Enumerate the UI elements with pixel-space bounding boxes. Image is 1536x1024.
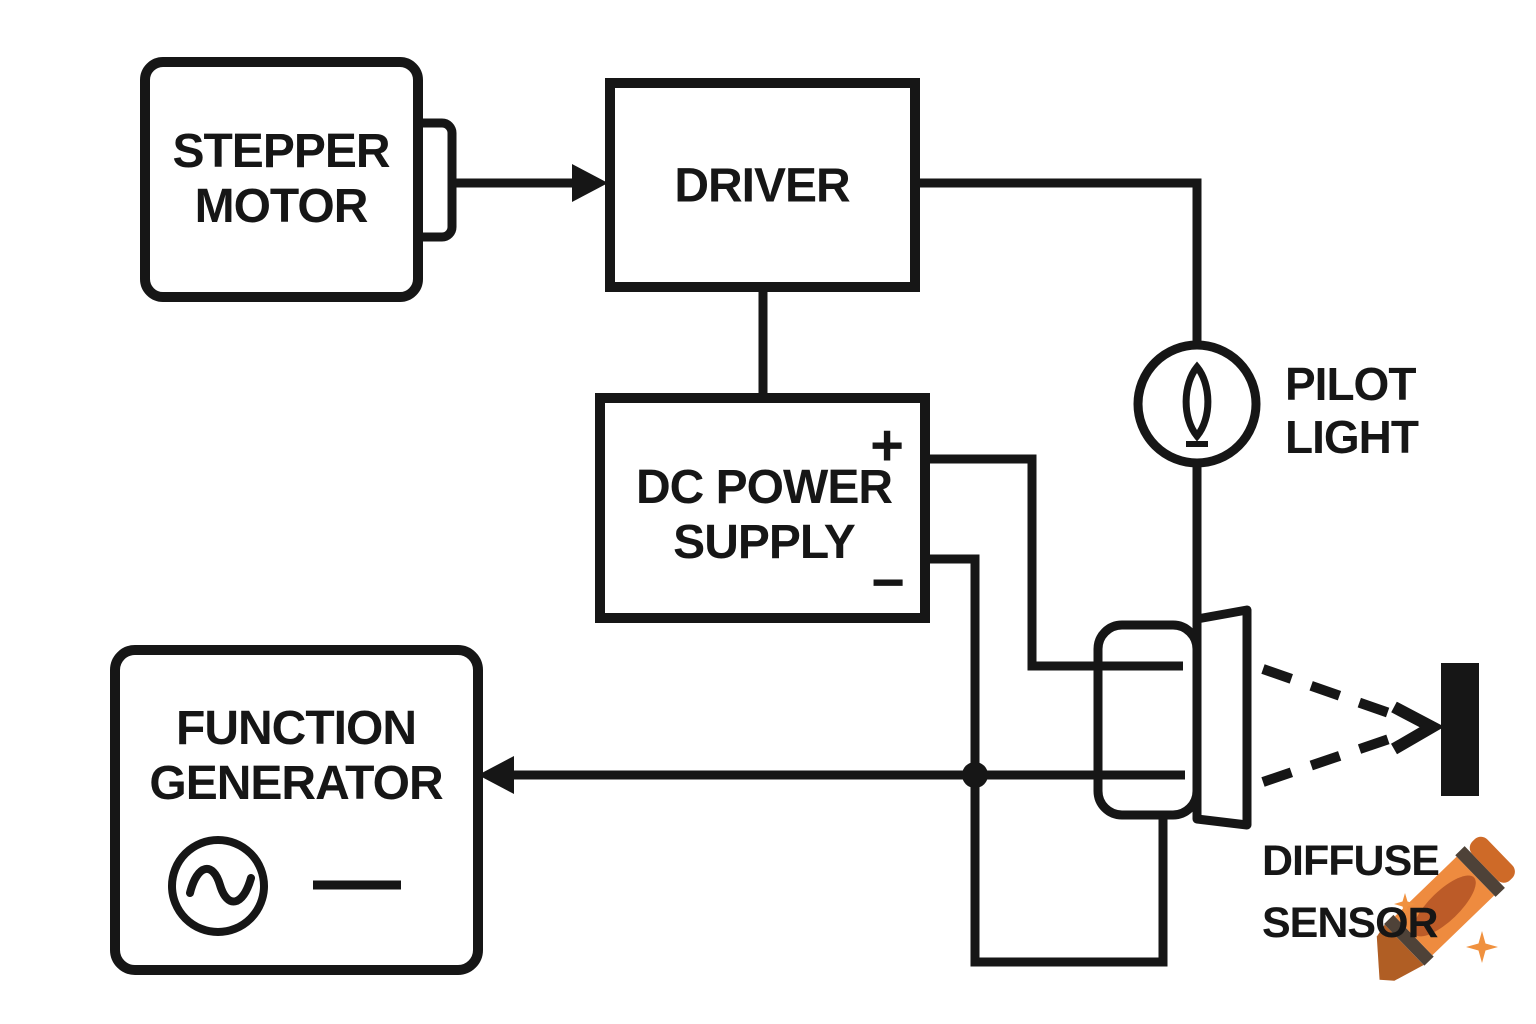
arrowhead-into-function-generator <box>478 756 514 794</box>
target-plate-icon <box>1441 663 1479 796</box>
diffuse-sensor-label: DIFFUSE SENSOR <box>1262 830 1440 954</box>
wire-dc-plus-to-sensor <box>925 454 1183 671</box>
crayon-watermark-icon <box>1376 836 1515 981</box>
dc-plus-terminal: + <box>870 413 904 478</box>
wires <box>452 178 1202 967</box>
beam-upper <box>1261 664 1391 718</box>
function-generator-label: FUNCTION GENERATOR <box>149 701 443 811</box>
dc-minus-terminal: − <box>871 550 905 615</box>
stepper-motor-label-line2: MOTOR <box>194 180 369 233</box>
pilot-light-label-line2: LIGHT <box>1285 411 1419 463</box>
stepper-motor-label-line1: STEPPER <box>172 125 390 178</box>
pilot-light-label: PILOT LIGHT <box>1285 358 1419 464</box>
stepper-motor-box <box>140 57 423 302</box>
driver-label: DRIVER <box>674 159 850 214</box>
beam-lower <box>1261 734 1391 787</box>
diffuse-sensor-label-line1: DIFFUSE <box>1262 837 1440 885</box>
beam-arrow-chevron <box>1390 701 1445 755</box>
light-beam-icon <box>1261 664 1445 787</box>
dc-power-supply-label-line1: DC POWER <box>636 461 893 514</box>
sparkle-icon-small <box>1394 893 1416 915</box>
diffuse-sensor-label-line2: SENSOR <box>1262 899 1439 947</box>
driver-box <box>605 78 920 292</box>
driver-label-text: DRIVER <box>674 159 850 213</box>
arrowhead-into-driver <box>572 164 608 202</box>
lamp-flame-glyph <box>1182 361 1212 442</box>
dc-power-supply-label-line2: SUPPLY <box>673 516 856 569</box>
dc-power-supply-label: DC POWER SUPPLY <box>636 460 893 570</box>
function-generator-label-line1: FUNCTION <box>176 702 417 755</box>
dc-power-supply-box <box>595 393 930 623</box>
sensor-body <box>1093 620 1202 820</box>
pilot-light-label-line1: PILOT <box>1285 358 1416 410</box>
wire-dc-minus-to-sensor <box>925 554 1168 967</box>
diffuse-sensor-icon <box>1093 605 1252 830</box>
sine-wave-icon <box>168 836 401 936</box>
function-generator-label-line2: GENERATOR <box>149 757 443 810</box>
stepper-motor-label: STEPPER MOTOR <box>172 124 390 234</box>
wire-junction-dot <box>962 762 988 788</box>
function-generator-box <box>110 645 483 975</box>
sensor-lens <box>1192 605 1252 830</box>
sparkle-icon-large <box>1466 931 1498 963</box>
wire-driver-to-pilot-light <box>915 178 1202 345</box>
pilot-light-icon <box>1133 340 1261 468</box>
